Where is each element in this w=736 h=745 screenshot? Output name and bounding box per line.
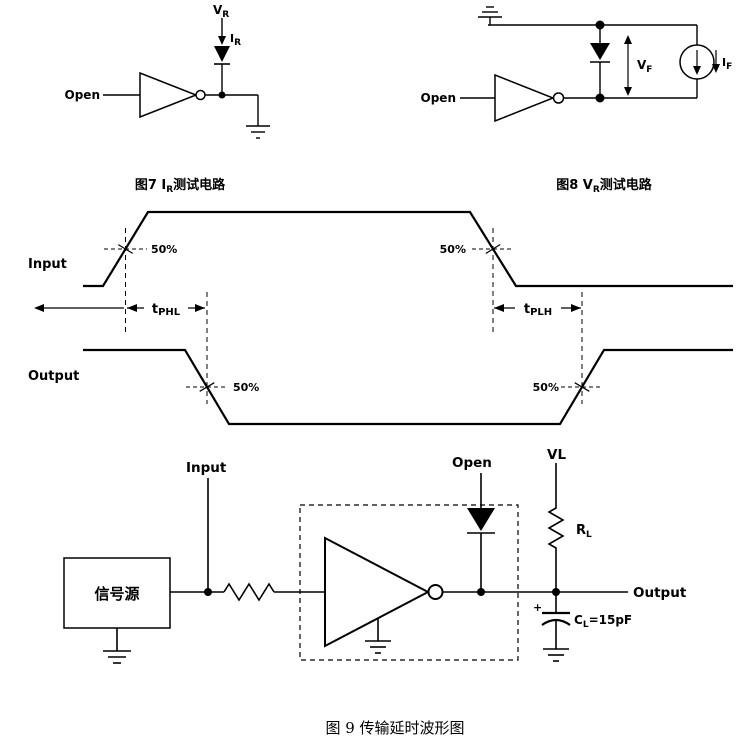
svg-text:50%: 50% [533, 381, 559, 394]
fig7-ir-label: IR [230, 32, 241, 48]
ground-icon [103, 650, 131, 664]
fig9-circuit: Input 信号源 Open Output VL [63, 447, 687, 664]
output-waveform-label: Output [28, 369, 79, 384]
tphl-label: tPHL [152, 302, 181, 318]
fig9-open-label: Open [452, 455, 492, 471]
fifty-percent-marker-input-fall: 50% [440, 243, 514, 256]
input-waveform-label: Input [28, 257, 67, 272]
fig8-inverter-icon [494, 73, 556, 123]
ground-icon [478, 6, 502, 25]
ground-icon [246, 125, 270, 139]
fifty-percent-marker-output-rise: 50% [533, 381, 603, 394]
fig7-vr-label: VR [213, 3, 229, 20]
tphl-dimension: tPHL [34, 299, 205, 318]
capacitor-icon [541, 611, 571, 626]
ground-icon [365, 640, 391, 654]
dut-dashed-box [299, 504, 519, 661]
fifty-percent-marker-output-fall: 50% [186, 381, 259, 394]
fig7-diode-icon [214, 46, 230, 62]
fig9-inverter-icon [324, 536, 431, 648]
fig9-cl-label: CL=15pF [574, 613, 632, 630]
fig7-circuit: VR IR Open [65, 3, 270, 139]
fig9-inverter-bubble [427, 584, 444, 600]
input-waveform [83, 210, 733, 288]
fig8-diode-icon [590, 43, 610, 60]
capacitor-plus-sign: + [533, 601, 542, 614]
signal-source-label: 信号源 [94, 585, 139, 603]
svg-text:50%: 50% [233, 381, 259, 394]
fig9-vl-label: VL [547, 447, 566, 463]
fig9-input-label: Input [186, 460, 227, 476]
fig8-caption: 图8 VR测试电路 [556, 177, 653, 195]
fig9-diode-icon [467, 508, 495, 531]
fig7-open-label: Open [65, 88, 100, 102]
svg-text:50%: 50% [440, 243, 466, 256]
captions-row: 图7 IR测试电路 图8 VR测试电路 [135, 177, 653, 195]
fig9-caption: 图 9 传输延时波形图 [325, 719, 464, 737]
fig7-caption: 图7 IR测试电路 [135, 177, 226, 195]
fig9-output-label: Output [633, 585, 687, 601]
fig8-vf-label: VF [637, 58, 652, 75]
fig7-inverter-icon [139, 71, 199, 119]
timing-diagram: Input Output 50% 50% 50% 50% [28, 210, 733, 426]
signal-source-box [63, 557, 171, 629]
fig8-if-label: IF [722, 56, 732, 72]
current-arrow-icon [218, 36, 226, 45]
fig9-rl-label: RL [576, 523, 592, 540]
tplh-label: tPLH [524, 302, 552, 318]
vf-dimension-arrow [624, 35, 632, 96]
rl-resistor-icon [547, 504, 565, 551]
fig8-inverter-bubble [552, 92, 565, 104]
fig8-open-label: Open [421, 91, 456, 105]
fig7-inverter-bubble [195, 89, 206, 101]
node-dot [218, 91, 226, 99]
tplh-dimension: tPLH [494, 299, 581, 318]
node-dot [204, 588, 212, 596]
fig8-circuit: VF IF Open [421, 6, 732, 123]
resistor-icon [223, 582, 275, 602]
current-source-arrow [693, 50, 701, 75]
fifty-percent-marker-input-rise: 50% [104, 243, 177, 256]
svg-text:50%: 50% [151, 243, 177, 256]
if-arrow-icon [712, 50, 720, 73]
ground-icon [543, 648, 569, 662]
output-waveform [83, 348, 733, 426]
